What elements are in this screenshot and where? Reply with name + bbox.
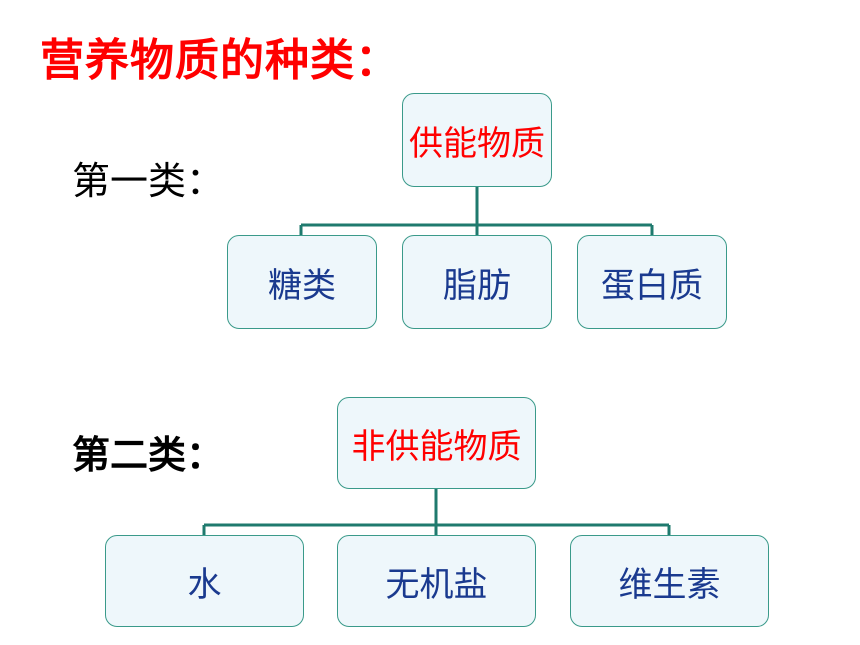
node-non-energy-substances: 非供能物质 bbox=[337, 397, 536, 489]
node-vitamins: 维生素 bbox=[570, 535, 769, 627]
group-label-second: 第二类： bbox=[72, 433, 225, 477]
node-minerals: 无机盐 bbox=[337, 535, 536, 627]
page-title: 营养物质的种类： bbox=[40, 35, 400, 86]
node-carbohydrates: 糖类 bbox=[227, 235, 377, 329]
node-fat: 脂肪 bbox=[402, 235, 552, 329]
node-energy-substances: 供能物质 bbox=[402, 93, 552, 187]
node-protein: 蛋白质 bbox=[577, 235, 727, 329]
group-one-connectors bbox=[299, 187, 654, 235]
node-water: 水 bbox=[105, 535, 304, 627]
group-two-connectors bbox=[202, 489, 671, 535]
group-label-first: 第一类： bbox=[72, 159, 225, 203]
